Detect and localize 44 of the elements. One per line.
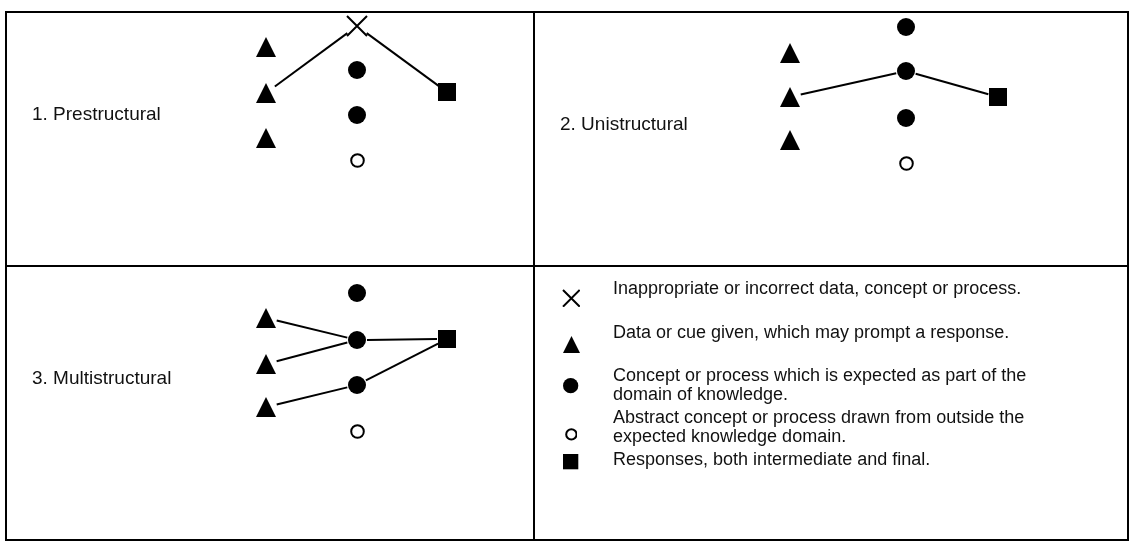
connector-line [365,32,440,88]
connector-line [799,72,898,96]
filled-circle [897,109,915,127]
filled-square [438,83,456,101]
filled-circle [348,284,366,302]
triangle-marker [256,128,276,148]
panel [5,11,535,267]
filled-circle [348,61,366,79]
connector-line [275,319,349,339]
connector-line [914,72,990,96]
triangle-marker [780,130,800,150]
panel-title: 3. Multistructural [32,367,172,389]
filled-square [989,88,1007,106]
panel [533,11,1129,267]
cross-mark [346,15,368,37]
triangle-marker [780,87,800,107]
open-circle [349,152,365,168]
filled-circle [348,376,366,394]
filled-circle [897,62,915,80]
panel [5,265,535,541]
open-circle [898,155,914,171]
panel-title: 1. Prestructural [32,103,161,125]
legend-text: Concept or process which is expected as part of the domain of knowledge. [613,366,1028,404]
triangle-marker [256,83,276,103]
connector-line [273,32,349,88]
connector-line [366,338,438,341]
triangle-marker [256,354,276,374]
connector-line [275,341,349,363]
triangle-marker [780,43,800,63]
panel-title: 2. Unistructural [560,113,688,135]
connector-line [364,342,440,382]
filled-square [438,330,456,348]
filled-circle [897,18,915,36]
triangle-marker [256,397,276,417]
filled-circle [348,106,366,124]
filled-circle [348,331,366,349]
triangle-marker [256,37,276,57]
connector-line [275,386,349,406]
legend-text: Data or cue given, which may prompt a response. [613,323,1011,342]
triangle-marker [256,308,276,328]
open-circle [349,423,365,439]
legend-text: Responses, both intermediate and final. [613,450,932,469]
legend-text: Abstract concept or process drawn from outside the expected knowledge domain. [613,408,1026,446]
legend-text: Inappropriate or incorrect data, concept or process. [613,279,1023,298]
